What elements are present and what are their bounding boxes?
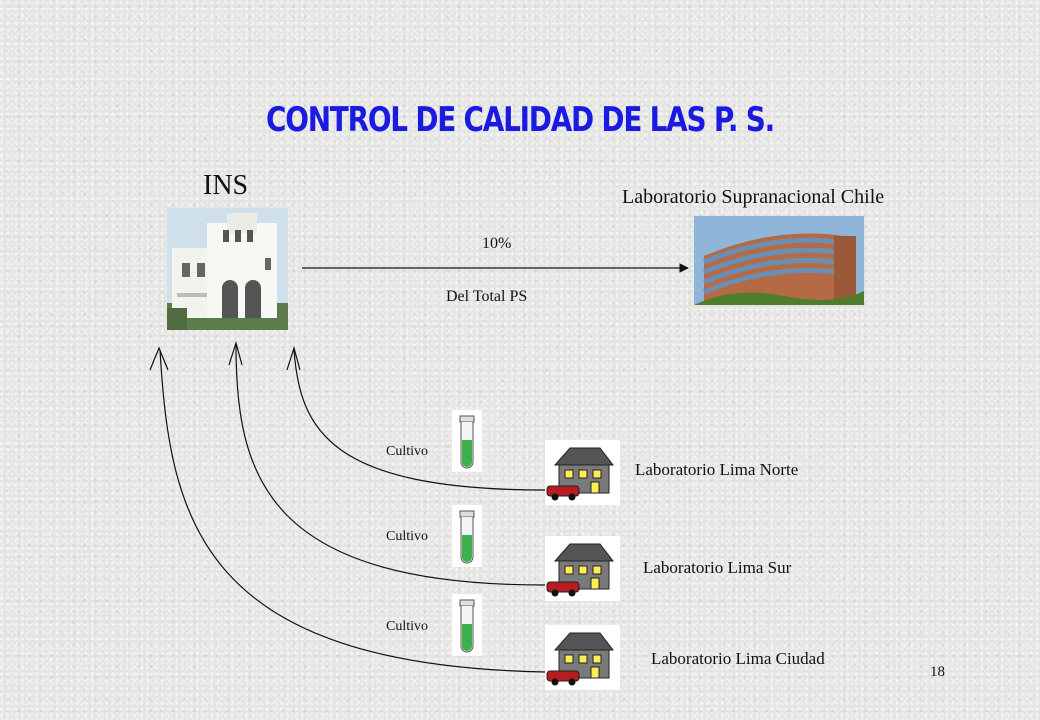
page-number: 18 bbox=[930, 664, 945, 680]
test-tube-icon bbox=[452, 594, 482, 656]
house-car-icon bbox=[545, 625, 620, 690]
lima-sur-label: Laboratorio Lima Sur bbox=[643, 558, 792, 577]
edge-percentage-label: 10% bbox=[482, 235, 512, 252]
test-tube-icon bbox=[452, 505, 482, 567]
ins-label: INS bbox=[203, 170, 249, 201]
curve-lima-norte-to-ins bbox=[293, 349, 546, 491]
cultivo-label-3: Cultivo bbox=[386, 619, 429, 634]
cultivo-label-2: Cultivo bbox=[386, 529, 429, 544]
cultivo-label-1: Cultivo bbox=[386, 444, 429, 459]
lima-ciudad-label: Laboratorio Lima Ciudad bbox=[651, 649, 825, 668]
edge-total-label: Del Total PS bbox=[446, 288, 528, 305]
chile-lab-label: Laboratorio Supranacional Chile bbox=[622, 186, 885, 208]
house-car-icon bbox=[545, 440, 620, 505]
lima-norte-label: Laboratorio Lima Norte bbox=[635, 460, 799, 479]
curve-lima-ciudad-to-ins bbox=[159, 349, 546, 673]
ins-building-image bbox=[167, 208, 288, 330]
chile-building-image bbox=[694, 216, 864, 305]
curve-lima-sur-to-ins bbox=[235, 344, 546, 586]
slide-title: CONTROL DE CALIDAD DE LAS P. S. bbox=[266, 100, 775, 140]
house-car-icon bbox=[545, 536, 620, 601]
test-tube-icon bbox=[452, 410, 482, 472]
